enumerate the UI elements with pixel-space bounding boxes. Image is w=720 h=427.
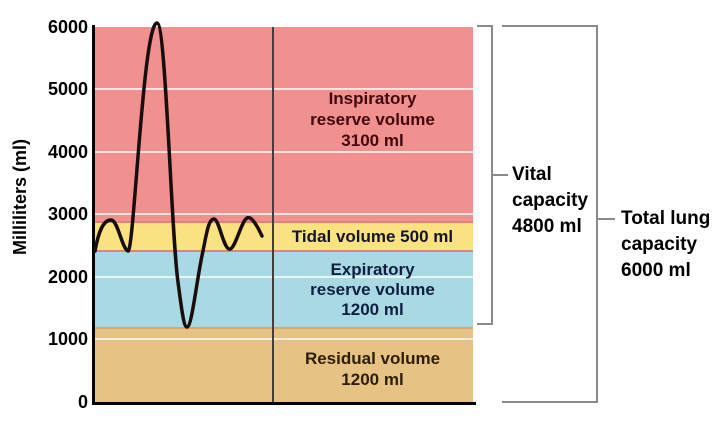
y-tick-0: 0 [77, 392, 88, 412]
residual-line2: 1200 ml [341, 370, 404, 389]
tidal-volume-band [95, 221, 473, 252]
spirogram-trace-curve [93, 21, 264, 329]
y-tick-4000: 4000 [47, 142, 88, 162]
expiratory-line2: reserve volume [310, 280, 435, 299]
inspiratory-reserve-label: Inspiratory reserve volume 3100 ml [272, 88, 473, 151]
total-lung-capacity-label: Total lung capacity 6000 ml [621, 206, 710, 284]
vital-line2: capacity [512, 190, 589, 211]
vital-line1: Vital [512, 164, 552, 185]
total-line1: Total lung [621, 208, 711, 229]
y-axis-unit-label: Milliliters (ml) [10, 139, 30, 256]
expiratory-line3: 1200 ml [341, 300, 404, 319]
plot-vertical-divider-line [272, 27, 274, 402]
vital-line3: 4800 ml [512, 216, 582, 237]
y-tick-3000: 3000 [47, 204, 88, 224]
y-axis-line [92, 25, 95, 405]
vital-capacity-tick [493, 174, 508, 176]
plot-area [93, 21, 473, 402]
total-lung-capacity-tick [598, 218, 615, 220]
total-line3: 6000 ml [621, 260, 691, 281]
inspiratory-line2: reserve volume [310, 110, 435, 129]
residual-line1: Residual volume [304, 349, 441, 368]
inspiratory-line1: Inspiratory [328, 89, 417, 108]
vital-capacity-bracket [477, 25, 493, 325]
gridline-3000 [95, 213, 473, 215]
gridline-1000 [95, 338, 473, 340]
total-lung-capacity-bracket [502, 25, 598, 403]
inspiratory-line3: 3100 ml [341, 131, 404, 150]
gridline-5000 [95, 88, 473, 90]
expiratory-reserve-label: Expiratory reserve volume 1200 ml [272, 260, 473, 320]
expiratory-line1: Expiratory [330, 260, 415, 279]
y-tick-6000: 6000 [47, 17, 88, 37]
y-tick-2000: 2000 [47, 267, 88, 287]
y-tick-5000: 5000 [47, 79, 88, 99]
vital-capacity-label: Vital capacity 4800 ml [512, 162, 588, 240]
x-axis-line [92, 402, 476, 405]
gridline-4000 [95, 151, 473, 153]
tidal-volume-label: Tidal volume 500 ml [291, 227, 454, 246]
expiratory-reserve-band [95, 252, 473, 327]
inspiratory-reserve-band [95, 27, 473, 221]
gridline-2000 [95, 276, 473, 278]
residual-volume-label: Residual volume 1200 ml [272, 348, 473, 390]
total-line2: capacity [621, 234, 698, 255]
y-tick-1000: 1000 [47, 329, 88, 349]
